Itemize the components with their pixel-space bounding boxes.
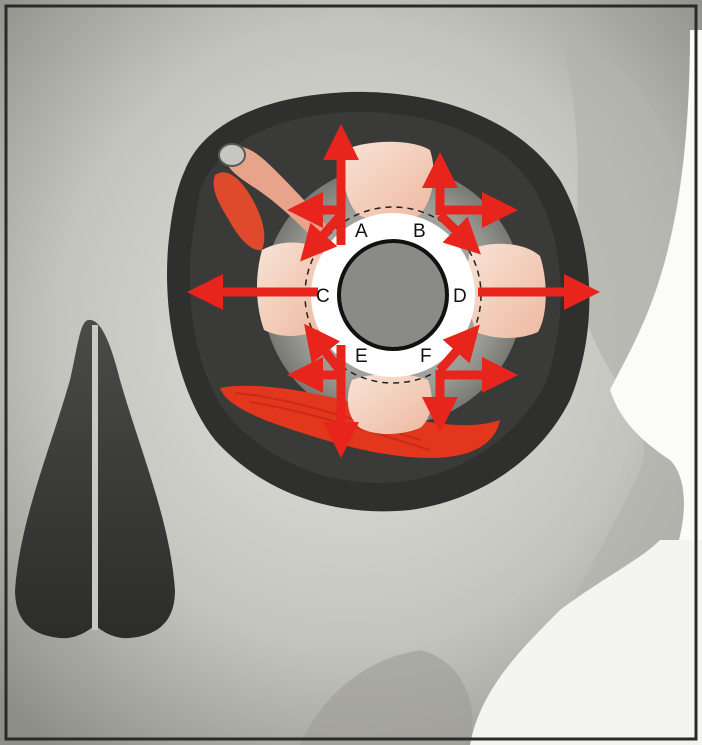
label-a: A <box>355 221 368 242</box>
superior-rectus-muscle <box>343 142 434 221</box>
label-b: B <box>413 221 426 242</box>
trochlea <box>219 144 245 166</box>
label-f: F <box>420 346 432 367</box>
pupil <box>339 241 447 349</box>
label-d: D <box>453 286 467 307</box>
label-c: C <box>316 286 330 307</box>
label-e: E <box>355 346 368 367</box>
inferior-rectus-muscle <box>348 374 432 434</box>
